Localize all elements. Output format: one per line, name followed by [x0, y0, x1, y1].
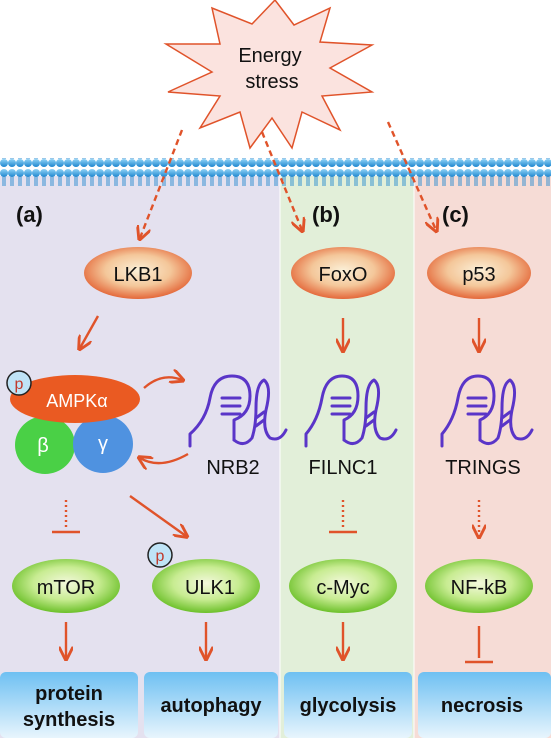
trings-label: TRINGS: [445, 457, 521, 479]
activation-arrows: [66, 315, 479, 658]
ulk1-phospho-badge: [147, 542, 173, 568]
cmyc-label: c-Myc: [316, 577, 369, 599]
panel-c-label: (c): [442, 202, 469, 227]
ampk-beta-label: β: [37, 435, 49, 457]
necrosis-box: [418, 672, 551, 738]
ampk-alpha-label: AMPKα: [46, 391, 107, 411]
ampk-phospho-badge: [6, 370, 32, 396]
filnc1-rna-icon: [304, 374, 398, 448]
trigger-line1: Energy: [238, 45, 301, 67]
glycolysis-label: glycolysis: [300, 695, 397, 717]
ampk-beta-subunit: [15, 416, 75, 474]
ampk-gamma-subunit: [73, 415, 133, 473]
mtor-label: mTOR: [37, 577, 96, 599]
protein-synthesis-line2: synthesis: [23, 709, 115, 731]
ulk1-node: [152, 559, 260, 613]
cmyc-node: [289, 559, 397, 613]
ampk-phospho-label: p: [15, 376, 24, 393]
nfkb-node: [425, 559, 533, 613]
trings-rna-icon: [440, 374, 534, 448]
foxo-label: FoxO: [319, 264, 368, 286]
panel-a-label: (a): [16, 202, 43, 227]
glycolysis-box: [284, 672, 412, 738]
ulk1-label: ULK1: [185, 577, 235, 599]
ampk-gamma-label: γ: [98, 433, 108, 455]
autophagy-label: autophagy: [160, 695, 262, 717]
mtor-node: [12, 559, 120, 613]
p53-node: [427, 247, 531, 299]
energy-stress-star: [163, 0, 375, 150]
trigger-line2: stress: [245, 71, 298, 93]
foxo-node: [291, 247, 395, 299]
protein-synthesis-box: [0, 672, 138, 738]
autophagy-box: [144, 672, 278, 738]
inhibition-links: [52, 500, 493, 664]
lkb1-node: [84, 247, 192, 299]
nfkb-label: NF-kB: [451, 577, 508, 599]
ampk-alpha-subunit: [10, 375, 140, 423]
protein-synthesis-line1: protein: [35, 683, 103, 705]
nrb2-rna-icon: [188, 374, 288, 448]
p53-label: p53: [462, 264, 495, 286]
filnc1-label: FILNC1: [309, 457, 378, 479]
panel-b-label: (b): [312, 202, 340, 227]
ulk1-phospho-label: p: [156, 548, 165, 565]
stress-arrows: [140, 121, 436, 238]
lkb1-label: LKB1: [114, 264, 163, 286]
necrosis-label: necrosis: [441, 695, 523, 717]
nrb2-label: NRB2: [206, 457, 259, 479]
